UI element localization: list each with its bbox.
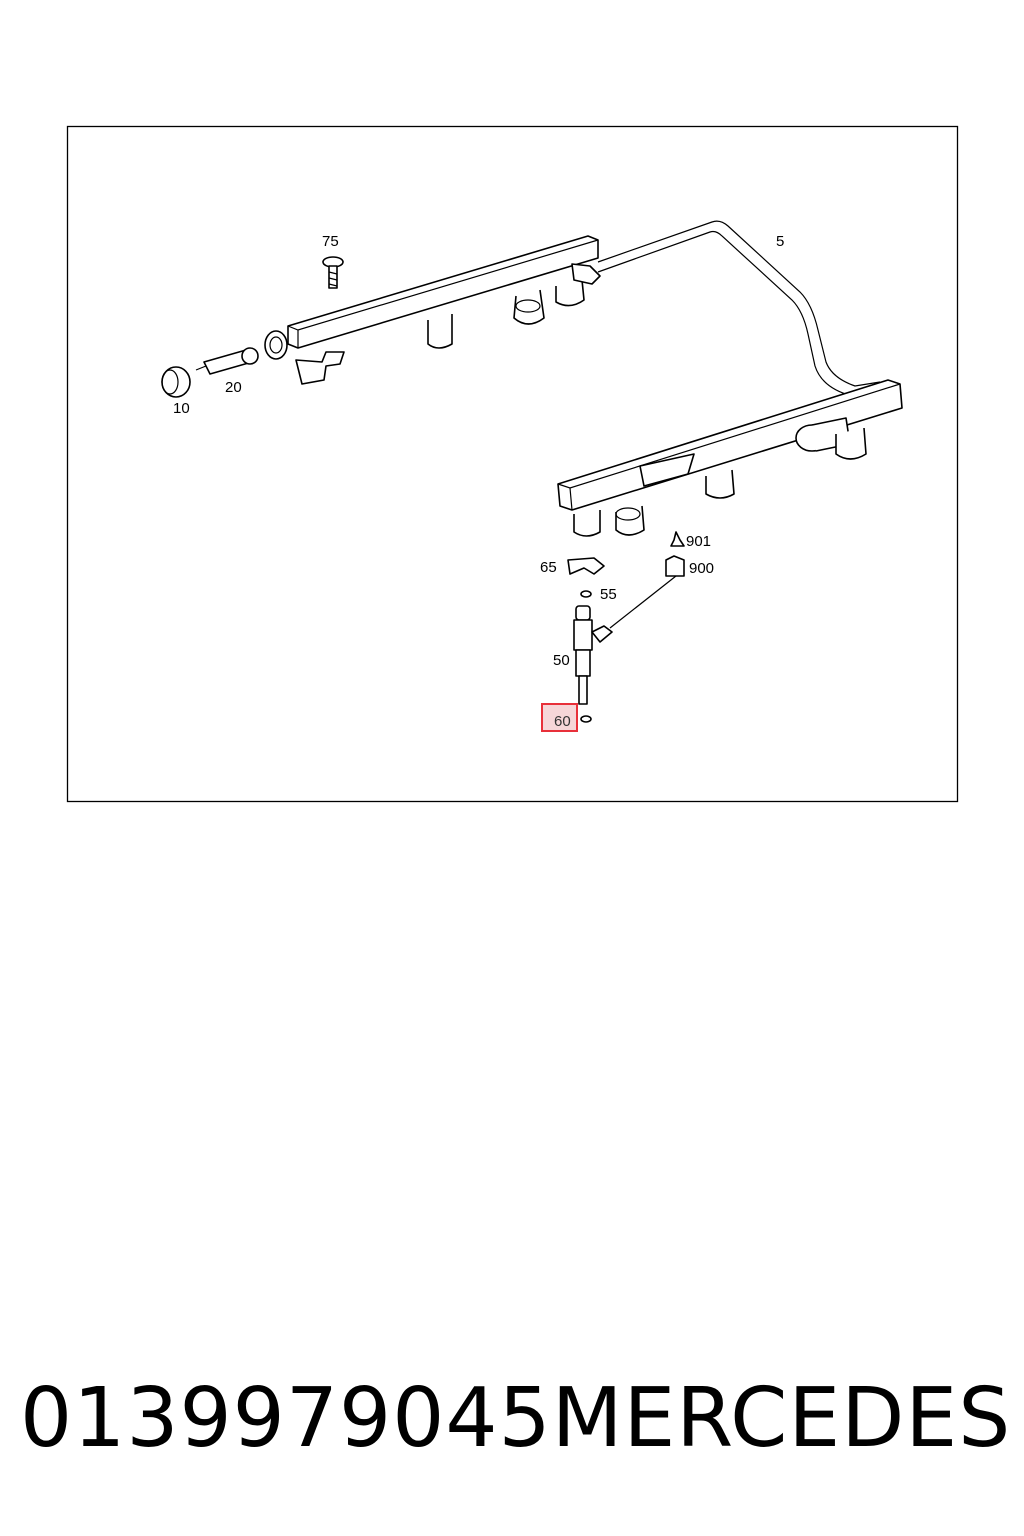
callout-75: 75 <box>322 233 339 250</box>
brand-name: MERCEDES <box>551 1370 1012 1466</box>
callout-900: 900 <box>689 560 714 577</box>
fuel-injector-part <box>573 605 613 705</box>
upper-fuel-rail <box>264 235 601 385</box>
seal-ring-55 <box>580 590 592 598</box>
parts-diagram: 5 75 10 20 901 900 65 55 50 60 <box>66 125 959 803</box>
fuel-line-tube <box>597 220 881 397</box>
pressure-sensor-part <box>195 347 259 375</box>
callout-50: 50 <box>553 652 570 669</box>
callout-5: 5 <box>776 233 784 250</box>
callout-20: 20 <box>225 379 242 396</box>
lower-fuel-rail <box>557 379 903 537</box>
part-number: 0139979045 <box>20 1370 552 1466</box>
item-901-part <box>670 531 685 547</box>
callout-901: 901 <box>686 533 711 550</box>
callout-55: 55 <box>600 586 617 603</box>
diagram-frame <box>66 125 959 803</box>
callout-65: 65 <box>540 559 557 576</box>
highlight-box <box>541 703 578 732</box>
seal-ring-60 <box>580 715 592 723</box>
cap-part <box>161 366 191 398</box>
callout-60: 60 <box>554 713 571 730</box>
caption: 0139979045 MERCEDES <box>20 1368 1010 1468</box>
item-900-part <box>609 555 685 629</box>
screw-part <box>322 256 344 289</box>
callout-10: 10 <box>173 400 190 417</box>
clip-part <box>567 557 605 575</box>
